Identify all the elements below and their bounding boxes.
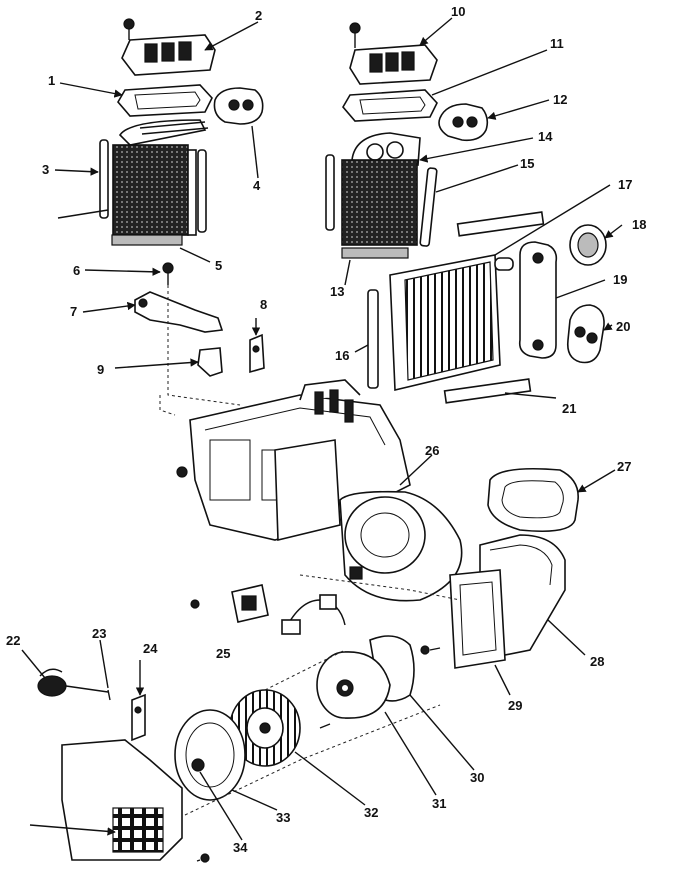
- callout-23: 23: [92, 626, 106, 641]
- callout-27: 27: [617, 459, 631, 474]
- callout-26: 26: [425, 443, 439, 458]
- actuator-22: [37, 668, 109, 697]
- heater-core-left: [112, 119, 209, 236]
- resistor-25: [190, 584, 269, 623]
- heater-core-cover-left: [121, 18, 216, 76]
- heater-housing-26: [176, 379, 463, 602]
- seal-strip-15: [419, 167, 438, 247]
- wiring-harness: [281, 594, 346, 635]
- callout-34: 34: [233, 840, 248, 855]
- seal-strip-16: [367, 289, 379, 389]
- leader-lines: [21, 17, 623, 841]
- callout-18: 18: [632, 217, 646, 232]
- valve-bracket-7: [134, 291, 224, 333]
- callout-33: 33: [276, 810, 290, 825]
- callout-13: 13: [330, 284, 344, 299]
- evaporator-cover-right: [349, 22, 438, 85]
- seal-strip-side-left: [197, 149, 207, 233]
- callout-2: 2: [255, 8, 262, 23]
- callout-4: 4: [253, 178, 261, 193]
- seal-strip-21: [443, 378, 532, 404]
- callout-22: 22: [6, 633, 20, 648]
- callout-19: 19: [613, 272, 627, 287]
- callout-29: 29: [508, 698, 522, 713]
- callout-14: 14: [538, 129, 553, 144]
- assembly-guide-lines: [159, 285, 461, 816]
- gasket-29: [449, 569, 506, 669]
- seal-strip-13: [341, 247, 409, 259]
- evaporator-core-14: [341, 132, 421, 246]
- callout-10: 10: [451, 4, 465, 19]
- seal-strip-3: [99, 139, 109, 219]
- gasket-plate-19: [518, 241, 558, 359]
- rod-23: [107, 689, 111, 701]
- callout-1: 1: [48, 73, 55, 88]
- callout-32: 32: [364, 805, 378, 820]
- callout-24: 24: [143, 641, 158, 656]
- grommet-20: [566, 304, 605, 364]
- callout-8: 8: [260, 297, 267, 312]
- callout-11: 11: [550, 36, 564, 51]
- heater-core-17: [389, 254, 514, 392]
- callout-12: 12: [553, 92, 567, 107]
- seal-strip-5: [111, 234, 183, 246]
- callout-9: 9: [97, 362, 104, 377]
- grommet-left: [213, 87, 264, 125]
- heater-core-seal-plate-left: [117, 84, 213, 117]
- seal-strip-left-14: [325, 154, 335, 231]
- seal-strip-top-17: [456, 211, 545, 237]
- callout-31: 31: [432, 796, 446, 811]
- callout-28: 28: [590, 654, 604, 669]
- callout-6: 6: [73, 263, 80, 278]
- callout-5: 5: [215, 258, 222, 273]
- inlet-seal-27: [487, 467, 579, 533]
- screw-inlet: [420, 645, 441, 655]
- bracket-24: [131, 693, 146, 742]
- callout-7: 7: [70, 304, 77, 319]
- callout-25: 25: [216, 646, 230, 661]
- nut-34: [191, 758, 205, 772]
- callout-17: 17: [618, 177, 632, 192]
- blower-housing-plate-33: [174, 709, 246, 801]
- callout-3: 3: [42, 162, 49, 177]
- evaporator-seal-plate: [342, 89, 438, 122]
- callout-labels: 1 2 3 4 5 6 7 8 9 10 11 12 13 14 15 16 1…: [6, 4, 646, 855]
- grommet-12: [438, 103, 489, 142]
- callout-15: 15: [520, 156, 534, 171]
- clip-8: [249, 333, 265, 374]
- callout-21: 21: [562, 401, 576, 416]
- blower-wheel-32: [229, 689, 301, 767]
- callout-16: 16: [335, 348, 349, 363]
- callout-20: 20: [616, 319, 630, 334]
- callout-30: 30: [470, 770, 484, 785]
- blower-motor-31: [316, 651, 391, 729]
- grommet-18: [569, 224, 607, 266]
- bolt-6: [162, 262, 174, 285]
- clip-9: [197, 347, 223, 377]
